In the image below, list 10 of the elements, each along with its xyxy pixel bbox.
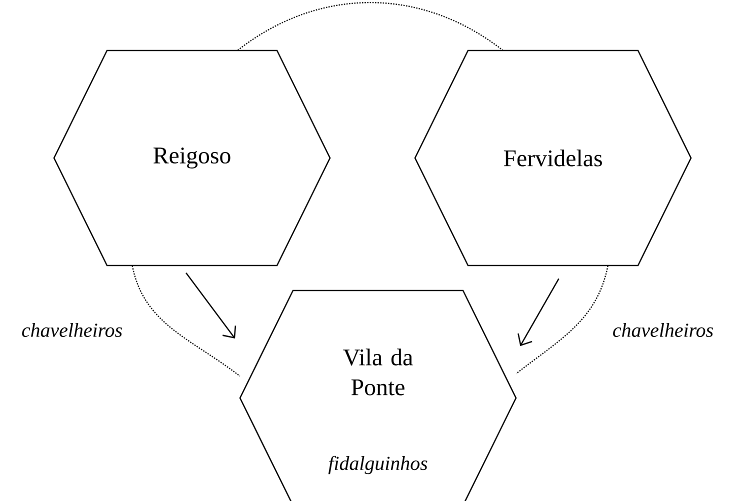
- dotted-arc: [237, 2, 504, 51]
- edge-label: chavelheiros: [611, 322, 715, 338]
- arrow: [186, 272, 236, 339]
- edge-label: chavelheiros: [20, 322, 124, 338]
- dotted-arc: [516, 266, 608, 374]
- hexagon: Fervidelas: [414, 50, 692, 266]
- dotted-arc: [132, 266, 240, 377]
- hexagon: Vila da Ponte fidalguinhos: [239, 290, 517, 501]
- hexagon: Reigoso: [53, 50, 331, 266]
- arrow: [518, 278, 560, 346]
